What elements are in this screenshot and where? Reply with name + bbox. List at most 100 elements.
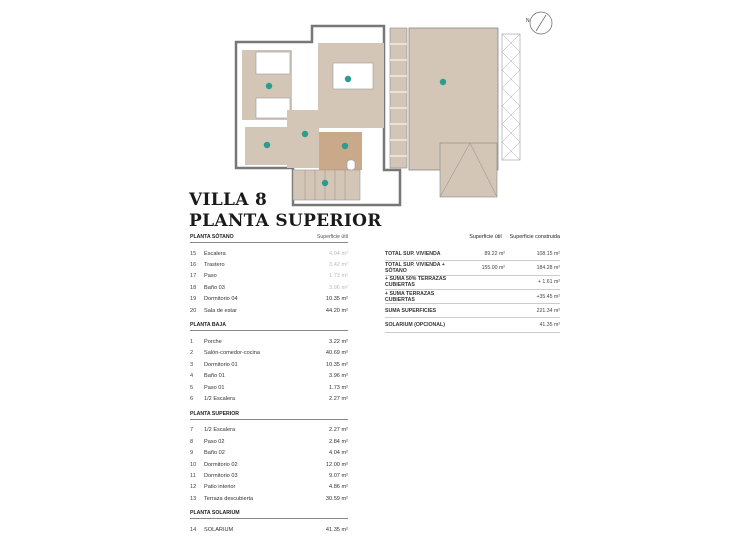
- bed: [255, 51, 291, 75]
- room-area: 40.69 m²: [325, 350, 348, 357]
- room-name: Escalera: [204, 250, 226, 257]
- room-area: 10.35 m²: [325, 296, 348, 303]
- room-marker-7: [321, 179, 329, 187]
- room-name: Baño 01: [204, 373, 225, 380]
- summary-label: TOTAL SUP. VIVIENDA: [385, 250, 441, 257]
- room-area: 9.07 m²: [329, 472, 348, 479]
- summary-label: TOTAL SUP. VIVIENDA + SÓTANO: [385, 261, 445, 274]
- section-title: PLANTA SUPERIOR: [190, 410, 239, 417]
- room-name: Dormitorio 03: [204, 472, 238, 479]
- room-area: 4.04 m²: [329, 250, 348, 257]
- room-number: 6: [190, 395, 194, 402]
- room-area: 44.20 m²: [325, 307, 348, 314]
- summary-label: SOLARIUM (OPCIONAL): [385, 322, 445, 329]
- table-row: 3 Dormitorio 01 10.35 m²: [190, 359, 348, 370]
- summary-construida: 108.15 m²: [536, 250, 560, 257]
- room-marker-13: [439, 78, 447, 86]
- villa-title: VILLA 8: [189, 190, 268, 210]
- room-name: Baño 02: [204, 450, 225, 457]
- header-construida: Superficie construida: [509, 234, 560, 240]
- floor-title: PLANTA SUPERIOR: [189, 211, 382, 231]
- outer-wall: [234, 24, 402, 207]
- room-name: Dormitorio 02: [204, 461, 238, 468]
- table-row: 4 Baño 01 3.96 m²: [190, 371, 348, 382]
- room-bano-02: [319, 132, 362, 170]
- summary-label: + SUMA TERRAZAS CUBIERTAS: [385, 290, 435, 303]
- table-section: PLANTA BAJA 1 Porche 3.22 m² 2 Salón-com…: [190, 319, 348, 404]
- stair-right: [439, 142, 498, 198]
- room-number: 4: [190, 373, 194, 380]
- section-subheader: Superficie útil: [316, 234, 348, 240]
- room-area: 41.35 m²: [325, 527, 348, 534]
- room-number: 20: [190, 307, 197, 314]
- table-row: 12 Patio interior 4.86 m²: [190, 482, 348, 493]
- room-number: 16: [190, 262, 197, 269]
- section-header: PLANTA SOLARIUM: [190, 507, 348, 520]
- room-name: Trastero: [204, 262, 225, 269]
- room-area: 2.27 m²: [329, 427, 348, 434]
- summary-table: Superficie útil Superficie construida TO…: [385, 231, 560, 333]
- summary-row: SUMA SUPERFICIES 221.34 m²: [385, 304, 560, 319]
- bed: [332, 62, 374, 90]
- summary-label: SUMA SUPERFICIES: [385, 307, 437, 314]
- summary-row: SOLARIUM (OPCIONAL) 41.35 m²: [385, 318, 560, 333]
- table-row: 6 1/2 Escalera 2.27 m²: [190, 393, 348, 404]
- terrace-slats: [389, 27, 408, 169]
- table-row: 19 Dormitorio 04 10.35 m²: [190, 294, 348, 305]
- room-number: 9: [190, 450, 194, 457]
- table-section: PLANTA SOLARIUM 14 SOLARIUM 41.35 m²: [190, 507, 348, 535]
- header-util: Superficie útil: [469, 234, 502, 240]
- section-title: PLANTA BAJA: [190, 322, 227, 329]
- table-section: PLANTA SUPERIOR 7 1/2 Escalera 2.27 m² 8…: [190, 408, 348, 505]
- room-name: Dormitorio 01: [204, 361, 238, 368]
- summary-label: + SUMA 50% TERRAZAS CUBIERTAS: [385, 276, 447, 289]
- summary-row: TOTAL SUP. VIVIENDA 89.22 m² 108.15 m²: [385, 247, 560, 262]
- summary-construida: +35.45 m²: [536, 293, 560, 300]
- compass-icon: N: [526, 11, 553, 35]
- table-row: 9 Baño 02 4.04 m²: [190, 447, 348, 458]
- table-row: 15 Escalera 4.04 m²: [190, 248, 348, 259]
- room-number: 12: [190, 484, 197, 491]
- table-row: 18 Baño 03 3.96 m²: [190, 282, 348, 293]
- room-name: 1/2 Escalera: [204, 427, 236, 434]
- summary-util: 155.00 m²: [481, 264, 505, 271]
- room-area: 1.73 m²: [329, 384, 348, 391]
- summary-row: + SUMA TERRAZAS CUBIERTAS +35.45 m²: [385, 290, 560, 305]
- room-number: 10: [190, 461, 197, 468]
- room-marker-10: [344, 75, 352, 83]
- summary-row: + SUMA 50% TERRAZAS CUBIERTAS + 1.61 m²: [385, 276, 560, 290]
- room-name: Baño 03: [204, 284, 225, 291]
- table-row: 7 1/2 Escalera 2.27 m²: [190, 425, 348, 436]
- room-area: 4.04 m²: [329, 450, 348, 457]
- room-area: 12.00 m²: [325, 461, 348, 468]
- room-area: 3.22 m²: [329, 339, 348, 346]
- room-number: 2: [190, 350, 194, 357]
- room-marker-12: [263, 141, 271, 149]
- room-name: Terraza descubierta: [204, 495, 254, 502]
- table-row: 1 Porche 3.22 m²: [190, 336, 348, 347]
- summary-construida: 221.34 m²: [536, 307, 560, 314]
- section-title: PLANTA SOLARIUM: [190, 510, 240, 517]
- table-row: 13 Terraza descubierta 30.59 m²: [190, 493, 348, 504]
- room-number: 1: [190, 339, 194, 346]
- room-area: 2.84 m²: [329, 438, 348, 445]
- table-row: 14 SOLARIUM 41.35 m²: [190, 524, 348, 535]
- section-header: PLANTA BAJA: [190, 319, 348, 332]
- room-name: Sala de estar: [204, 307, 237, 314]
- room-number: 11: [190, 472, 196, 479]
- room-name: Salón-comedor-cocina: [204, 350, 260, 357]
- room-number: 13: [190, 495, 197, 502]
- room-name: Patio interior: [204, 484, 236, 491]
- summary-construida: 184.28 m²: [536, 264, 560, 271]
- room-area: 3.42 m²: [329, 262, 348, 269]
- room-marker-8: [301, 130, 309, 138]
- room-number: 18: [190, 284, 197, 291]
- room-name: SOLARIUM: [204, 527, 234, 534]
- bed: [255, 97, 291, 119]
- room-name: Paso: [204, 273, 217, 280]
- room-number: 19: [190, 296, 197, 303]
- summary-util: 89.22 m²: [484, 250, 505, 257]
